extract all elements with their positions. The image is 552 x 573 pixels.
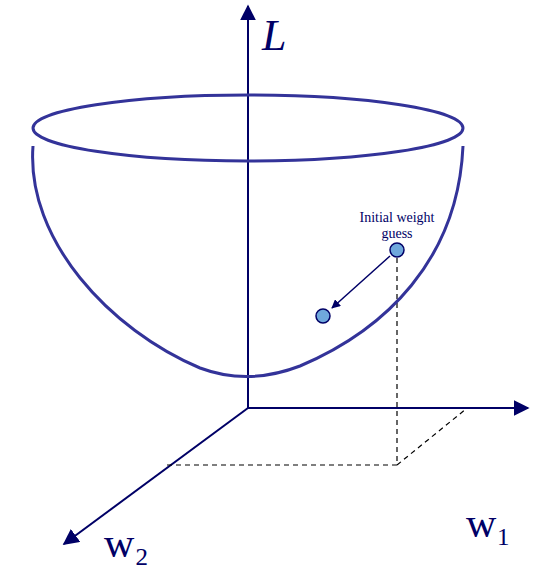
axes bbox=[64, 6, 528, 544]
projection-lines bbox=[164, 258, 466, 465]
axis-label: w₁ bbox=[466, 500, 511, 546]
point-label: Initial weight guess bbox=[349, 210, 445, 241]
w2-axis bbox=[64, 408, 248, 544]
w1-axis bbox=[248, 407, 528, 409]
w2-projection bbox=[397, 409, 466, 465]
loss-axis bbox=[247, 6, 249, 408]
initial-weight-point bbox=[390, 243, 404, 257]
descent-step-arrow bbox=[332, 256, 390, 308]
bowl bbox=[33, 95, 463, 377]
axis-label: w₂ bbox=[104, 520, 149, 566]
drop-line bbox=[396, 258, 397, 465]
axis-label: L bbox=[262, 12, 286, 60]
bowl-rim bbox=[33, 95, 463, 161]
next-weight-point bbox=[316, 309, 330, 323]
bowl-side bbox=[33, 146, 463, 377]
w1-projection bbox=[164, 464, 397, 465]
